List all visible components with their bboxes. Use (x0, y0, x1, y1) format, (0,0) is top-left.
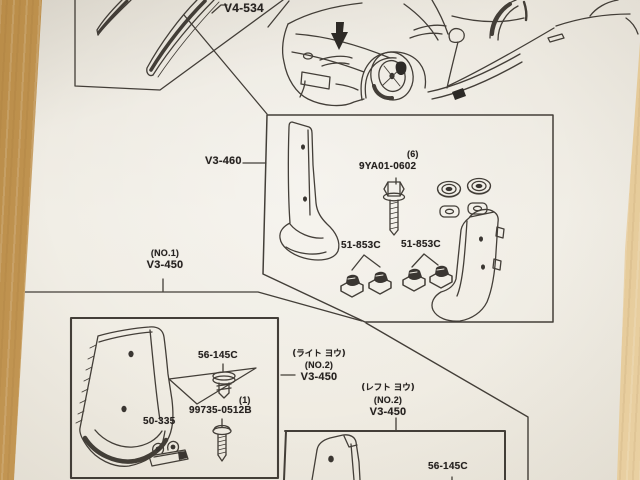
part-label-56-145c: 56-145C (198, 350, 238, 361)
fender-position-marker (395, 61, 407, 76)
part-label-v3-450-right: V3-450 (300, 371, 338, 383)
number-label-no1: (NO.1) (150, 248, 180, 258)
qty-label-6: (6) (407, 149, 419, 159)
part-label-99735-0512b: 99735-0512B (189, 405, 252, 416)
flange-nut (436, 180, 462, 198)
fastener-clip (429, 265, 453, 289)
qty-label-1: (1) (239, 395, 251, 405)
part-label-56-145c-bottom: 56-145C (428, 461, 468, 472)
number-label-no2-right: (NO.2) (304, 360, 334, 370)
fastener-clip (368, 271, 392, 295)
part-label-v3-450-left: V3-450 (369, 406, 407, 418)
push-pin-illustration (212, 363, 236, 399)
use-label-left: (レフト ヨウ) (361, 383, 415, 393)
sill-position-marker (452, 88, 466, 100)
use-label-right: (ライト ヨウ) (292, 349, 346, 359)
no2-mudguard-box (280, 322, 529, 480)
flange-nut (466, 177, 492, 195)
fastener-clip (402, 268, 426, 292)
part-label-v3-450-no1: V3-450 (146, 259, 184, 271)
tapping-screw-illustration (212, 418, 232, 462)
washer (467, 202, 488, 215)
vehicle-illustration (281, 0, 639, 107)
fastener-clip (340, 274, 364, 298)
rear-mudguard-box (242, 114, 554, 323)
side-trim-box (74, 0, 290, 115)
clip-50335-illustration (148, 430, 189, 467)
washer (439, 205, 460, 218)
part-label-51-853c-right: 51-853C (401, 239, 441, 250)
front-mudguard-box (23, 278, 363, 480)
part-label-v3-460: V3-460 (205, 155, 242, 167)
hood-position-marker (331, 22, 348, 50)
part-label-v4-534: V4-534 (224, 1, 264, 15)
number-label-no2-left: (NO.2) (373, 395, 403, 405)
part-label-50-335: 50-335 (143, 416, 176, 427)
part-label-51-853c-left: 51-853C (341, 240, 381, 251)
part-label-9ya01-0602: 9YA01-0602 (359, 161, 417, 172)
bolt-illustration (382, 177, 406, 236)
